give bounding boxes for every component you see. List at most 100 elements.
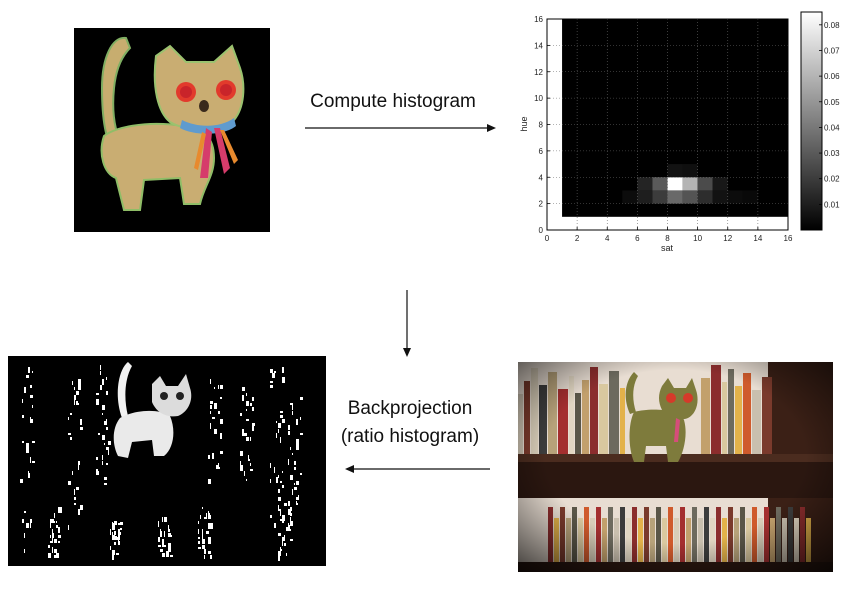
backprojection-speck — [114, 542, 116, 545]
backprojection-speck — [96, 457, 98, 460]
backprojection-speck — [250, 437, 251, 441]
backprojection-speck — [80, 427, 83, 430]
backprojection-speck — [108, 441, 111, 445]
backprojection-speck — [204, 555, 205, 559]
backprojection-speck — [56, 525, 58, 528]
backprojection-speck — [28, 367, 30, 373]
backprojection-speck — [208, 479, 211, 484]
backprojection-speck — [252, 427, 253, 431]
backprojection-speck — [214, 429, 216, 434]
heatmap-cell — [667, 190, 683, 204]
y-tick-label: 10 — [534, 94, 543, 103]
backprojection-speck — [204, 517, 207, 519]
backprojection-speck — [52, 537, 53, 543]
backprojection-speck — [104, 477, 107, 480]
backprojection-speck — [104, 483, 107, 485]
backprojection-speck — [290, 447, 291, 450]
backprojection-speck — [168, 525, 169, 527]
backprojection-speck — [252, 407, 254, 411]
backprojection-speck — [24, 533, 25, 538]
backprojection-speck — [212, 453, 214, 459]
backprojection-speck — [78, 385, 81, 390]
backprojection-speck — [48, 553, 51, 558]
backprojection-speck — [290, 521, 293, 526]
backprojection-speck — [162, 517, 163, 522]
backprojection-speck — [164, 519, 167, 522]
backprojection-speck — [206, 531, 209, 534]
backprojection-speck — [278, 551, 281, 556]
backprojection-speck — [218, 385, 219, 389]
x-tick-label: 12 — [723, 234, 732, 243]
backprojection-speck — [170, 533, 171, 537]
backprojection-speck — [210, 423, 211, 429]
backprojection-speck — [282, 541, 283, 546]
backprojection-speck — [198, 541, 200, 544]
backprojection-speck — [162, 553, 165, 557]
backprojection-speck — [58, 535, 59, 538]
backprojection-speck — [24, 549, 25, 553]
backprojection-speck — [68, 481, 71, 485]
backprojection-speck — [30, 523, 31, 528]
backprojection-speck — [22, 415, 24, 418]
backprojection-result-image — [8, 356, 326, 566]
x-tick-label: 10 — [693, 234, 702, 243]
backprojection-speck — [98, 433, 100, 435]
backprojection-speck — [288, 523, 289, 526]
backprojection-speck — [114, 531, 116, 535]
backprojection-speck — [208, 539, 211, 544]
heatmap-cell — [682, 177, 698, 191]
backprojection-speck — [280, 519, 282, 521]
backprojection-speck — [52, 547, 53, 553]
backprojection-speck — [248, 459, 250, 461]
y-tick-label: 2 — [539, 200, 544, 209]
y-tick-label: 12 — [534, 68, 543, 77]
backprojection-speck — [208, 537, 210, 539]
backprojection-speck — [290, 403, 293, 405]
y-axis-label: hue — [519, 116, 529, 131]
backprojection-speck — [24, 511, 26, 513]
backprojection-speck — [74, 399, 75, 405]
backprojection-speck — [278, 533, 281, 536]
backprojection-speck — [28, 471, 29, 473]
backprojection-speck — [202, 533, 203, 539]
backprojection-speck — [210, 555, 212, 559]
backprojection-speck — [100, 371, 101, 375]
heatmap-cell — [712, 177, 728, 191]
backprojection-speck — [278, 429, 279, 433]
backprojection-speck — [118, 534, 120, 540]
backprojection-speck — [74, 395, 76, 400]
backprojection-speck — [288, 425, 290, 430]
backprojection-speck — [100, 365, 101, 370]
backprojection-speck — [54, 555, 57, 558]
x-tick-label: 2 — [575, 234, 580, 243]
backprojection-speck — [290, 513, 292, 516]
backprojection-speck — [72, 471, 73, 475]
backprojection-speck — [58, 535, 61, 538]
arrow-down — [403, 290, 411, 357]
backprojection-speck — [278, 489, 280, 493]
backprojection-label: Backprojection (ratio histogram) — [330, 395, 490, 451]
backprojection-speck — [288, 501, 290, 506]
backprojection-speck — [106, 447, 109, 450]
backprojection-speck — [74, 497, 76, 500]
backprojection-speck — [292, 489, 293, 495]
backprojection-speck — [246, 419, 249, 421]
bookshelf-scene-image — [518, 362, 833, 572]
backprojection-speck — [54, 549, 57, 553]
backprojection-speck — [72, 381, 73, 385]
backprojection-speck — [24, 387, 26, 393]
backprojection-speck — [52, 533, 54, 538]
backprojection-speck — [96, 399, 99, 405]
heatmap-cell — [697, 177, 713, 191]
backprojection-speck — [280, 411, 283, 413]
backprojection-speck — [276, 421, 277, 423]
x-tick-label: 0 — [545, 234, 550, 243]
backprojection-speck — [106, 419, 107, 425]
backprojection-speck — [106, 377, 107, 380]
backprojection-speck — [108, 449, 109, 455]
heatmap-cell — [697, 190, 713, 204]
backprojection-speck — [270, 515, 272, 518]
backprojection-speck — [252, 423, 255, 426]
backprojection-speck — [252, 397, 254, 401]
backprojection-speck — [298, 495, 299, 500]
